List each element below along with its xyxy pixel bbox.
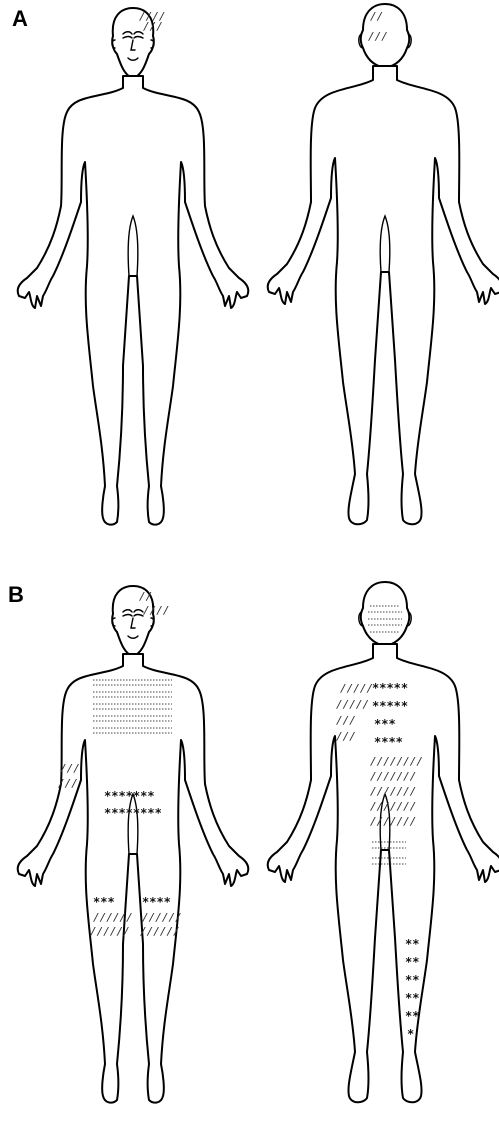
panel-b-front-right-thigh-mark-1: //////: [142, 911, 182, 924]
panel-a-back-head-mark-1: //: [370, 10, 383, 23]
panel-b-front-right-thigh-mark-2: //////: [140, 925, 180, 938]
panel-b-back-leg-stars-1: **: [405, 937, 419, 951]
panel-b-front-head-mark-1: //: [139, 590, 152, 603]
panel-b-back-upper-stars-4: ****: [374, 735, 403, 749]
panel-b-front-left-thigh-mark-2: //////: [90, 925, 130, 938]
panel-b-front-right-thigh-stars: ****: [142, 895, 171, 909]
panel-b-back-leg-stars-5: **: [405, 1009, 419, 1023]
panel-b-back-shoulder-mark-2: /////: [336, 698, 369, 711]
panel-b-front-arm-mark-1: ///: [60, 762, 80, 775]
panel-b-back-figure: [268, 582, 499, 1102]
panel-b-front-left-thigh-stars: ***: [93, 895, 115, 909]
panel-b-back-leg-stars-4: **: [405, 991, 419, 1005]
panel-b-front-abdomen-stars-1: *******: [104, 789, 155, 803]
panel-b-back-upper-stars-2: *****: [372, 699, 408, 713]
panel-b-front-figure: [18, 586, 249, 1103]
panel-b-back-lower-mark-2: ///////: [370, 770, 416, 783]
panel-b-front-abdomen-stars-2: ********: [104, 806, 162, 820]
panel-b-back-lower-mark-5: ///////: [370, 815, 416, 828]
panel-b-back-lower-mark-4: ///////: [370, 800, 416, 813]
panel-b-back-lower-mark-1: ////////: [370, 755, 423, 768]
panel-a-front-head-mark-2: ///: [143, 20, 163, 33]
panel-b-front-head-mark-2: ////: [143, 604, 170, 617]
panel-b-back-leg-stars-6: *: [407, 1027, 414, 1041]
panel-b-front-left-thigh-mark-1: //////: [93, 911, 133, 924]
panel-a-back-head-mark-2: ///: [368, 30, 388, 43]
panel-b-back-leg-stars-3: **: [405, 973, 419, 987]
panel-a-back-figure: [268, 4, 499, 524]
panel-b-back-shoulder-mark-1: /////: [340, 682, 373, 695]
panel-b-back-shoulder-mark-4: ///: [336, 730, 356, 743]
panel-b-back-lower-mark-3: ///////: [370, 785, 416, 798]
panel-b-back-upper-stars-1: *****: [372, 681, 408, 695]
panel-b-back-upper-stars-3: ***: [374, 717, 396, 731]
panel-b-back-shoulder-mark-3: ///: [336, 714, 356, 727]
panel-b-front-arm-mark-2: ///: [58, 777, 78, 790]
panel-b-back-leg-stars-2: **: [405, 955, 419, 969]
panel-a-front-figure: [18, 8, 249, 525]
